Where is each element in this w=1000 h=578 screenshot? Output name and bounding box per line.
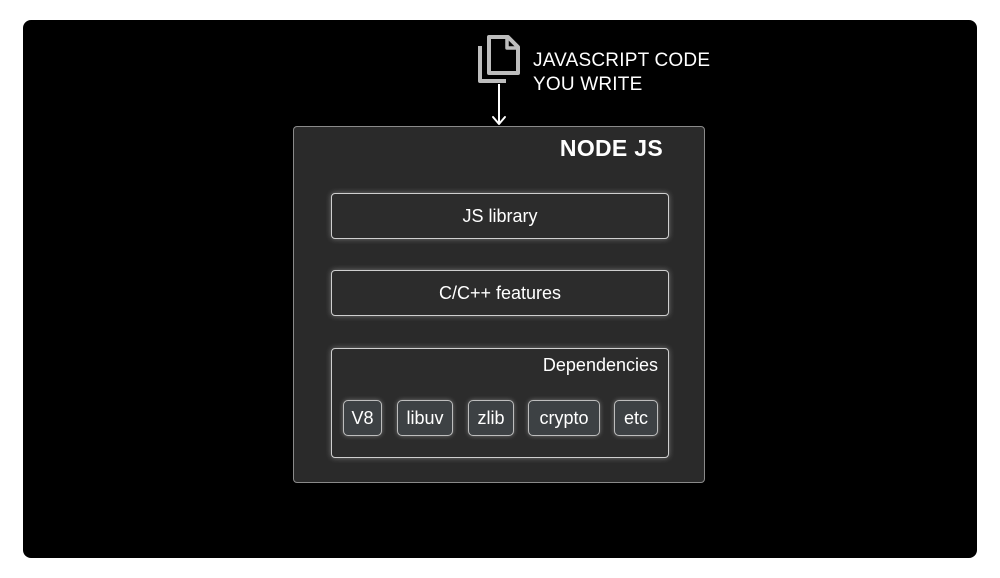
node-js-container: NODE JS JS library C/C++ features Depend…	[293, 126, 705, 483]
dependencies-title: Dependencies	[542, 355, 658, 375]
c-features-label: C/C++ features	[438, 282, 562, 303]
dependency-chip-crypto: crypto	[528, 400, 600, 436]
dependency-chip-v8: V8	[343, 400, 382, 436]
dependency-chip-etc: etc	[614, 400, 658, 436]
input-code-label: JAVASCRIPT CODE YOU WRITE	[533, 49, 710, 97]
node-js-title: NODE JS	[559, 135, 663, 161]
dependency-chips: V8 libuv zlib crypto etc	[343, 400, 659, 436]
js-library-layer: JS library	[331, 193, 669, 239]
js-library-label: JS library	[462, 205, 538, 226]
dependency-chip-libuv: libuv	[397, 400, 453, 436]
diagram-canvas: JAVASCRIPT CODE YOU WRITE NODE JS JS lib…	[23, 20, 977, 558]
input-label-line1: JAVASCRIPT CODE	[533, 50, 711, 71]
dependency-chip-zlib: zlib	[468, 400, 514, 436]
c-features-layer: C/C++ features	[331, 270, 669, 316]
input-label-line2: YOU WRITE	[533, 74, 643, 95]
dependencies-layer: Dependencies V8 libuv zlib crypto etc	[331, 348, 669, 458]
documents-icon	[478, 35, 520, 83]
down-arrow-icon	[492, 84, 506, 125]
